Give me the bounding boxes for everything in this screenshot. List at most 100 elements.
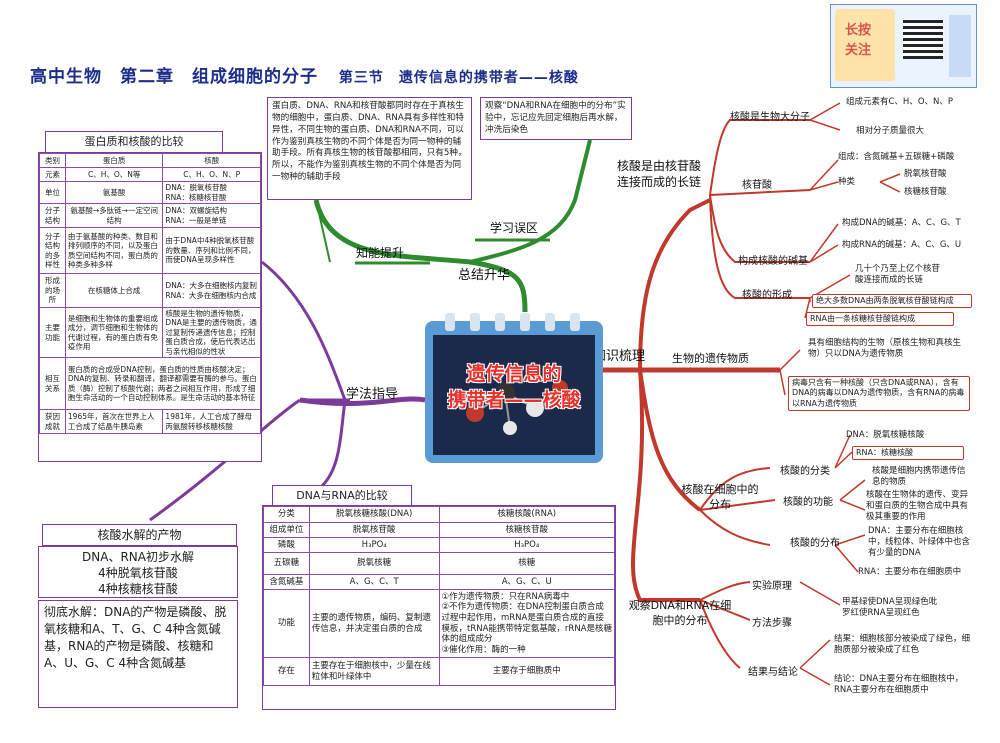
table-cell: A、G、C、T	[308, 574, 440, 590]
table-cell: 氨基酸→多肽链→一定空间结构	[64, 203, 164, 228]
center-node: 遗传信息的 携带者——核酸	[425, 313, 603, 463]
note-knowledge-text: 蛋白质、DNA、RNA和核苷酸都同时存在于真核生物的细胞中，蛋白质、DNA、RN…	[272, 101, 467, 183]
node-n3-text: 核酸在细胞中的分布	[681, 483, 759, 511]
title-main: 高中生物 第二章 组成细胞的分子	[30, 67, 318, 87]
node-n3b: 核酸的功能	[783, 497, 833, 508]
center-title-1: 遗传信息的	[466, 363, 562, 385]
logo-text-2: 关注	[845, 43, 872, 58]
node-n3: 核酸在细胞中的分布	[680, 482, 760, 512]
table-cell: 主要存于细胞质中	[438, 657, 615, 686]
center-title-2: 携带者——核酸	[447, 389, 581, 411]
node-n4: 观察DNA和RNA在细胞中的分布	[628, 598, 732, 628]
hydrolysis-line1: DNA、RNA初步水解	[82, 550, 194, 564]
table-cell: 主要的遗传物质，编码、复制遗传信息，并决定蛋白质的合成	[308, 589, 440, 658]
title-section: 第三节 遗传信息的携带者——核酸	[338, 70, 579, 86]
table-cell: 五碳糖	[263, 552, 310, 575]
compare1-table: 类别 蛋白质 核酸 元素 C、H、O、N等 C、H、O、N、P 单位 氨基酸 D…	[39, 153, 261, 434]
table-cell: 氨基酸	[64, 181, 164, 204]
branch-mistake: 学习误区	[490, 221, 539, 235]
table-cell: H₃PO₄	[438, 537, 615, 553]
node-n1c: 构成核酸的碱基	[738, 256, 808, 267]
node-n1a: 核酸是生物大分子	[730, 112, 810, 123]
table-cell: ①作为遗传物质：只在RNA病毒中 ②不作为遗传物质：在DNA控制蛋白质合成过程中…	[438, 589, 615, 658]
leaf-n3b1: 核酸是细胞内携带遗传信息的物质	[872, 466, 966, 488]
table-cell: DNA：脱氧核苷酸 RNA：核糖核苷酸	[162, 181, 261, 204]
node-n4c: 结果与结论	[748, 667, 798, 678]
node-n4a: 实验原理	[752, 581, 792, 592]
table-cell: 脱氧核糖	[308, 552, 440, 575]
hydrolysis-full-text: 彻底水解：DNA的产物是磷酸、脱氧核糖和A、T、G、C 4种含氮碱基，RNA的产…	[44, 605, 227, 670]
note-box-knowledge: 蛋白质、DNA、RNA和核苷酸都同时存在于真核生物的细胞中，蛋白质、DNA、RN…	[267, 97, 472, 200]
table-cell: 在核糖体上合成	[64, 273, 164, 308]
compare1-title: 蛋白质和核酸的比较	[45, 131, 223, 153]
hydrolysis-title-text: 核酸水解的产物	[97, 528, 182, 542]
node-n4-text: 观察DNA和RNA在细胞中的分布	[628, 599, 732, 627]
leaf-n1b1: 组成：含氮碱基+五碳糖+磷酸	[838, 152, 955, 162]
leaf-n3a1: DNA：脱氧核糖核酸	[846, 430, 925, 440]
note-box-mistake: 观察“DNA和RNA在细胞中的分布”实验中，忘记应先回定细胞后再水解，冲洗后染色	[480, 97, 632, 140]
branch-summary: 总结升华	[458, 268, 511, 283]
node-n4b: 方法步骤	[752, 618, 792, 629]
leaf-n1b2a: 脱氧核苷酸	[904, 169, 947, 179]
table-cell: 蛋白质的合成受DNA控制，蛋白质的性质由核酸决定；DNA的复制、转录和翻译，翻译…	[64, 357, 261, 410]
leaf-n4c2: 结论：DNA主要分布在细胞核中，RNA主要分布在细胞质中	[834, 674, 964, 696]
compare2-title-text: DNA与RNA的比较	[296, 489, 388, 502]
molecule-icon	[466, 380, 568, 435]
table-cell: 存在	[263, 657, 310, 686]
hydrolysis-line3: 4种核糖核苷酸	[98, 582, 178, 596]
compare1-title-text: 蛋白质和核酸的比较	[84, 135, 184, 148]
table-cell: 核糖	[438, 552, 615, 575]
node-n2: 生物的遗传物质	[672, 352, 749, 365]
leaf-n3a2: RNA：核糖核酸	[852, 446, 964, 461]
hydrolysis-title: 核酸水解的产物	[42, 524, 237, 546]
table-cell: 主要存在于细胞核中，少量在线粒体和叶绿体中	[308, 657, 440, 686]
branch-ability: 知能提升	[356, 246, 405, 260]
qr-logo-block: 长按 关注	[830, 4, 977, 88]
table-cell: 由于DNA中4种脱氧核苷酸的数量、序列和比例不同，而使DNA呈现多样性	[162, 227, 261, 274]
table-cell: 核酸是生物的遗传物质，DNA是主要的遗传物质，通过复制传递遗传信息；控制蛋白质合…	[162, 307, 261, 358]
hydrolysis-line2: 4种脱氧核苷酸	[98, 566, 178, 580]
c1-head-0: 类别	[39, 153, 66, 168]
node-n1-text: 核酸是由核苷酸连接而成的长链	[617, 159, 702, 189]
table-cell: C、H、O、N、P	[162, 167, 261, 182]
c2-head-0: 分类	[263, 506, 310, 523]
note-mistake-text: 观察“DNA和RNA在细胞中的分布”实验中，忘记应先回定细胞后再水解，冲洗后染色	[485, 101, 626, 135]
leaf-n1d3: RNA由一条核糖核苷酸链构成	[806, 312, 954, 327]
c2-head-2: 核糖核酸(RNA)	[438, 506, 615, 523]
compare2-table-wrap: 分类 脱氧核糖核酸(DNA) 核糖核酸(RNA) 组成单位 脱氧核苷酸 核糖核苷…	[262, 505, 616, 710]
table-cell: 功能	[263, 589, 310, 658]
table-cell: DNA：大多在细胞核内复制 RNA：大多在细胞核内合成	[162, 273, 261, 308]
table-cell: 组成单位	[263, 522, 310, 538]
leaf-n4a1: 甲基绿使DNA呈现绿色吡罗红使RNA呈现红色	[842, 597, 938, 619]
leaf-n2b: 病毒只含有一种核酸（只含DNA或RNA），含有DNA的病毒以DNA为遗传物质，含…	[788, 376, 970, 412]
leaf-n4c1: 结果：细胞核部分被染成了绿色，细胞质部分被染成了红色	[834, 634, 971, 656]
leaf-n1b2b: 核糖核苷酸	[904, 187, 947, 197]
table-cell: 相互关系	[39, 357, 66, 410]
leaf-n1c2: 构成RNA的碱基：A、C、G、U	[842, 240, 962, 250]
leaf-n3c1: DNA：主要分布在细胞核中，线粒体、叶绿体中也含有少量的DNA	[868, 526, 971, 559]
node-n1d: 核酸的形成	[742, 290, 792, 301]
table-cell: 获因成就	[39, 409, 66, 434]
leaf-n2a: 具有细胞结构的生物（原核生物和真核生物）只以DNA为遗传物质	[808, 338, 962, 360]
table-cell: DNA：双螺旋结构 RNA：一般是单链	[162, 203, 261, 228]
page-title: 高中生物 第二章 组成细胞的分子 第三节 遗传信息的携带者——核酸	[30, 62, 579, 87]
table-cell: 分子结构	[39, 203, 66, 228]
leaf-n1b2: 种类	[838, 177, 856, 187]
node-n1: 核酸是由核苷酸连接而成的长链	[617, 158, 712, 190]
branch-knowledge: 知识梳理	[593, 349, 646, 364]
branch-method: 学法指导	[346, 387, 399, 402]
c2-head-1: 脱氧核糖核酸(DNA)	[308, 506, 440, 523]
hydrolysis-box1: DNA、RNA初步水解 4种脱氧核苷酸 4种核糖核苷酸	[38, 546, 238, 598]
compare1-table-wrap: 类别 蛋白质 核酸 元素 C、H、O、N等 C、H、O、N、P 单位 氨基酸 D…	[38, 152, 262, 462]
table-cell: 1981年，人工合成了酵母丙氨酸转移核糖核酸	[162, 409, 261, 434]
leaf-n1a1: 组成元素有C、H、O、N、P	[846, 97, 954, 107]
compare2-title: DNA与RNA的比较	[272, 485, 412, 506]
logo-text-1: 长按	[845, 23, 872, 38]
table-cell: 含氮碱基	[263, 574, 310, 590]
table-cell: 1965年，首次在世界上人工合成了结晶牛胰岛素	[64, 409, 164, 434]
node-n3c: 核酸的分布	[790, 538, 840, 549]
table-cell: 由于氨基酸的种类、数目和排列顺序的不同，以及蛋白质空间结构不同，蛋白质的种类多种…	[64, 227, 164, 274]
table-cell: 主要功能	[39, 307, 66, 358]
table-cell: H₃PO₄	[308, 537, 440, 553]
